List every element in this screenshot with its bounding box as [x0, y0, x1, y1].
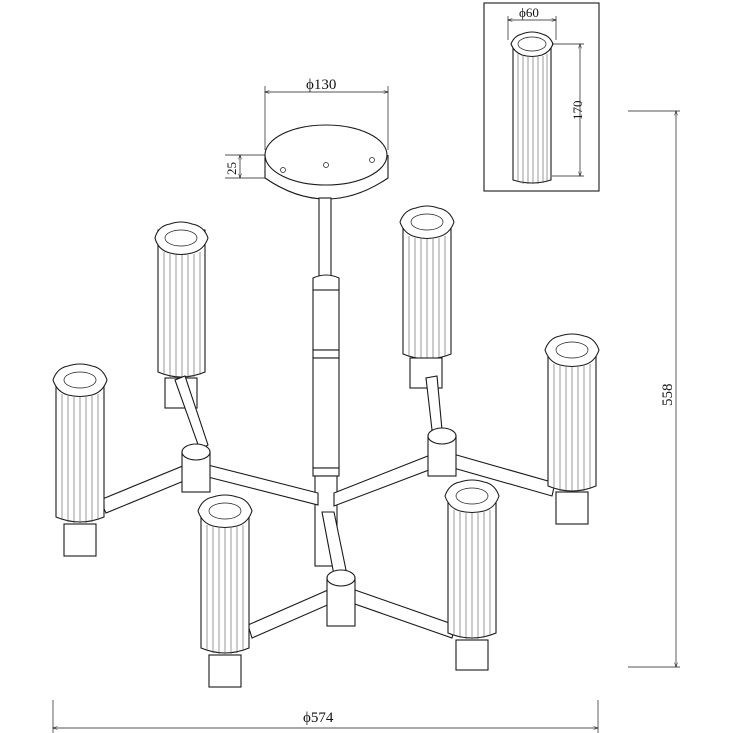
front-arms [247, 511, 456, 639]
shade-diameter-label: ϕ60 [519, 5, 539, 20]
shade-detail-inset: ϕ60 170 [483, 2, 600, 192]
total-height-label: 558 [660, 384, 676, 407]
total-diameter-label: ϕ574 [303, 710, 334, 726]
inset-frame [483, 2, 600, 192]
total-height-dimension: 558 [628, 111, 680, 667]
shade-far-left [52, 363, 108, 557]
shade-height-label: 170 [570, 101, 585, 121]
canopy-diameter-label: ϕ130 [306, 77, 336, 93]
total-width-dimension: ϕ574 [53, 700, 598, 733]
shade-back-left [154, 221, 209, 451]
shade-back-right [399, 205, 455, 431]
rear-arms [99, 451, 556, 514]
shade-front-left [197, 494, 253, 688]
shade-far-right [544, 333, 600, 525]
shade-front-right [444, 479, 500, 671]
ceiling-canopy: ϕ130 25 [224, 77, 389, 200]
central-rod [312, 197, 340, 567]
canopy-height-label: 25 [224, 162, 239, 175]
arm-hubs [181, 427, 457, 493]
